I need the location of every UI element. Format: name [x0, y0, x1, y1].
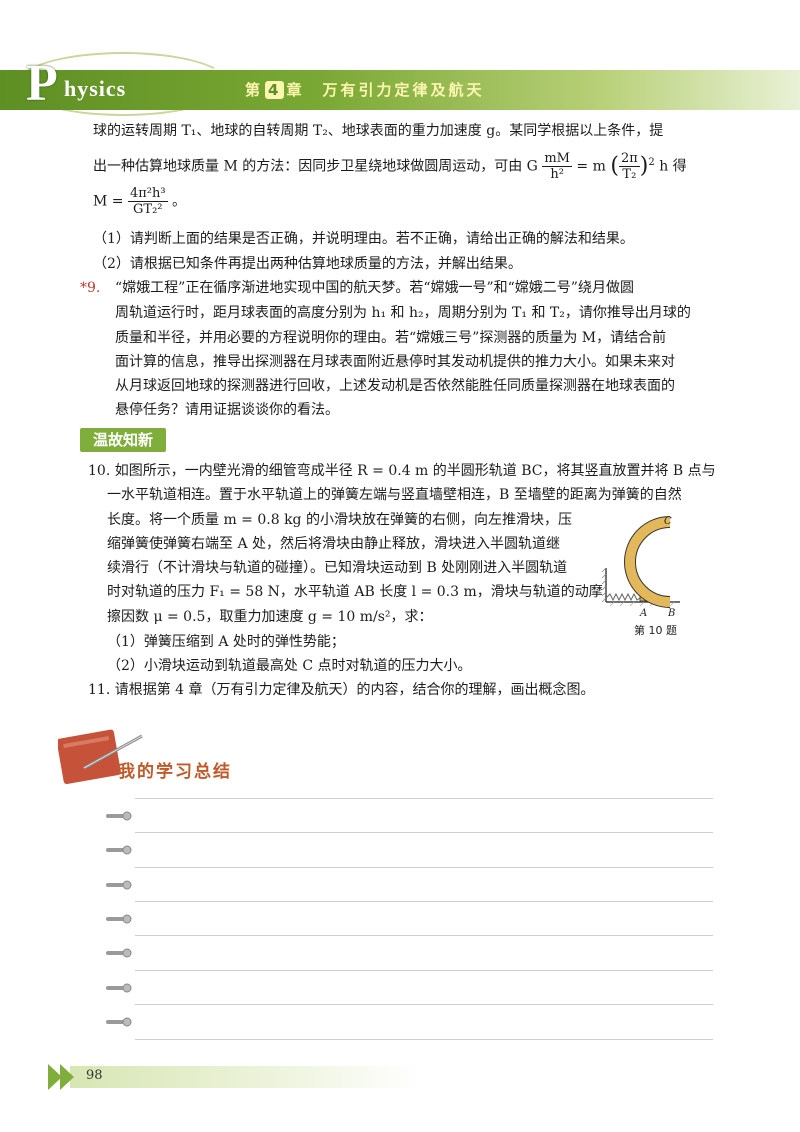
spiral-ring-icon — [106, 1017, 132, 1027]
figure-spring — [605, 592, 641, 602]
p8-line1: 球的运转周期 T₁、地球的自转周期 T₂、地球表面的重力加速度 g。某同学根据以… — [93, 123, 664, 139]
summary-rule — [135, 1039, 713, 1040]
figure-tube — [625, 517, 671, 607]
summary-rule — [135, 901, 713, 902]
chapter-suffix: 章 万有引力定律及航天 — [286, 81, 485, 99]
p11-line1: 11. 请根据第 4 章（万有引力定律及航天）的内容，结合你的理解，画出概念图。 — [88, 682, 595, 698]
page-number: 98 — [86, 1068, 103, 1083]
p8-question1: （1）请判断上面的结果是否正确，并说明理由。若不正确，请给出正确的解法和结果。 — [93, 231, 634, 247]
p10-line4: 缩弹簧使弹簧右端至 A 处，然后将滑块由静止释放，滑块进入半圆轨道继 — [107, 536, 561, 552]
p9-line5: 从月球返回地球的探测器进行回收，上述发动机是否依然能胜任同质量探测器在地球表面的 — [115, 378, 675, 394]
spiral-ring-icon — [106, 845, 132, 855]
footer-band — [70, 1066, 420, 1088]
p8-frac-bot: h² — [550, 167, 564, 183]
p8-formula-bot: GT₂² — [133, 202, 163, 217]
summary-rule — [135, 970, 713, 971]
spiral-ring-icon — [106, 983, 132, 993]
logo-text: hysics — [64, 76, 127, 101]
p8-paren-top: 2π — [618, 151, 640, 168]
p8-line2-b: = m — [576, 158, 606, 175]
chapter-number: 4 — [265, 81, 285, 99]
summary-rule — [135, 935, 713, 936]
p10-figure: C A B 第 10 题 — [601, 516, 680, 637]
footer-arrow-icon — [60, 1064, 74, 1090]
summary-title: 我的学习总结 — [118, 762, 232, 782]
p9-line3: 质量和半径，并用必要的方程说明你的理由。若“嫦娥三号”探测器的质量为 M，请结合… — [115, 330, 667, 346]
spiral-ring-icon — [106, 948, 132, 958]
spiral-ring-icon — [106, 811, 132, 821]
notebook-pen-icon — [58, 729, 143, 785]
summary-rule — [135, 832, 713, 833]
figure-caption: 第 10 题 — [634, 623, 677, 637]
p8-paren-open: ( — [610, 153, 619, 179]
spiral-ring-icon — [106, 880, 132, 890]
logo-letter-p: P — [26, 55, 58, 112]
p10-question2: （2）小滑块运动到轨道最高处 C 点时对轨道的压力大小。 — [107, 658, 472, 674]
p8-paren-bot: T₂ — [622, 167, 637, 183]
p10-line3: 长度。将一个质量 m = 0.8 kg 的小滑块放在弹簧的右侧，向左推滑块，压 — [107, 512, 572, 528]
p9-line4: 面计算的信息，推导出探测器在月球表面附近悬停时其发动机提供的推力大小。如果未来对 — [115, 354, 675, 370]
figure-label-b: B — [667, 608, 675, 619]
p8-question2: （2）请根据已知条件再提出两种估算地球质量的方法，并解出结果。 — [93, 256, 522, 272]
header-band — [0, 70, 800, 110]
p9-line6: 悬停任务？请用证据谈谈你的看法。 — [115, 402, 339, 418]
p10-line1: 10. 如图所示，一内壁光滑的细管弯成半径 R = 0.4 m 的半圆形轨道 B… — [88, 463, 716, 479]
p8-formula-lhs: M = — [93, 193, 124, 210]
chapter-prefix: 第 — [245, 81, 264, 99]
p10-line6: 时对轨道的压力 F₁ = 58 N，水平轨道 AB 长度 l = 0.3 m，滑… — [107, 584, 603, 600]
summary-rule — [135, 798, 713, 799]
figure-wall-hatch — [601, 567, 607, 603]
p8-frac-top: mM — [542, 151, 572, 168]
figure-label-c: C — [664, 516, 672, 527]
p8-formula-top: 4π²h³ — [127, 186, 168, 202]
p8-line2-c: h 得 — [659, 158, 687, 175]
spiral-ring-icon — [106, 914, 132, 924]
p9-line1: “嫦娥工程”正在循序渐进地实现中国的航天梦。若“嫦娥一号”和“嫦娥二号”绕月做圆 — [115, 280, 634, 296]
p9-line2: 周轨道运行时，距月球表面的高度分别为 h₁ 和 h₂，周期分别为 T₁ 和 T₂… — [115, 305, 691, 321]
p9-marker: *9. — [80, 280, 101, 296]
p8-formula-end: 。 — [172, 193, 187, 210]
figure-label-a: A — [639, 608, 647, 619]
summary-rule — [135, 1004, 713, 1005]
footer-arrow-icon — [48, 1064, 62, 1090]
p10-question1: （1）弹簧压缩到 A 处时的弹性势能； — [107, 634, 345, 650]
p10-line7: 擦因数 μ = 0.5，取重力加速度 g = 10 m/s²，求： — [107, 609, 433, 625]
review-section-tab: 温故知新 — [80, 428, 166, 452]
p8-line2-a: 出一种估算地球质量 M 的方法：因同步卫星绕地球做圆周运动，可由 G — [93, 158, 538, 175]
p10-line5: 续滑行（不计滑块与轨道的碰撞）。已知滑块运动到 B 处刚刚进入半圆轨道 — [107, 560, 568, 576]
summary-rule — [135, 867, 713, 868]
p8-paren-close: ) — [639, 153, 649, 179]
p10-line2: 一水平轨道相连。置于水平轨道上的弹簧左端与竖直墙壁相连，B 至墙壁的距离为弹簧的… — [107, 487, 682, 503]
